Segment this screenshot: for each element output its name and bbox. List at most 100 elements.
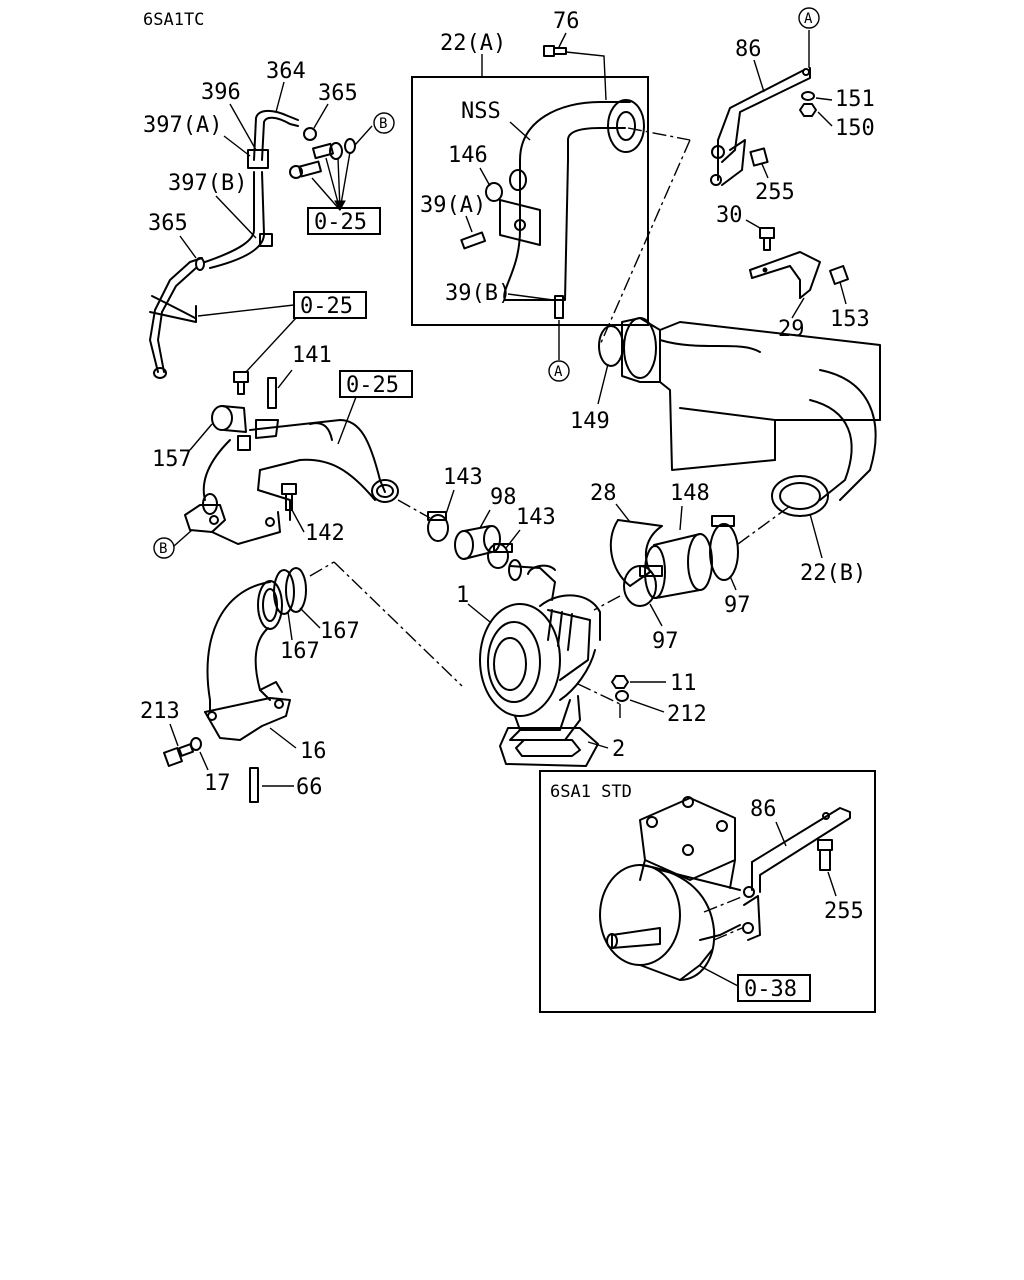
label-365-mid[interactable]: 365 [148, 211, 188, 236]
leader-151 [815, 97, 833, 101]
marker-b-top-text: B [379, 116, 387, 132]
label-397a[interactable]: 397(A) [143, 113, 222, 138]
leader-97-right [729, 575, 737, 591]
label-142[interactable]: 142 [305, 521, 345, 546]
leader-142 [291, 509, 305, 533]
label-97-right[interactable]: 97 [724, 593, 751, 618]
dash-167-to-turbo-b [333, 561, 463, 687]
label-396[interactable]: 396 [201, 80, 241, 105]
bolt-255-top [749, 147, 769, 167]
label-146[interactable]: 146 [448, 143, 488, 168]
dash-22a-to-149 [627, 127, 691, 141]
label-255-inset[interactable]: 255 [824, 899, 864, 924]
label-150[interactable]: 150 [835, 116, 875, 141]
exhaust-pipe [204, 580, 291, 741]
label-1[interactable]: 1 [456, 583, 469, 608]
leader-86-top [753, 59, 765, 93]
label-153[interactable]: 153 [830, 307, 870, 332]
label-365-top[interactable]: 365 [318, 81, 358, 106]
leader-141 [277, 369, 293, 389]
leader-b-bottom [173, 529, 193, 547]
label-97-left[interactable]: 97 [652, 629, 679, 654]
leader-28 [615, 503, 631, 523]
label-66[interactable]: 66 [296, 775, 323, 800]
ref-025-top[interactable]: 0-25 [314, 210, 367, 235]
dash-148-to-22b [737, 505, 791, 545]
label-22a[interactable]: 22(A) [440, 31, 506, 56]
leader-397a [223, 135, 251, 157]
label-397b[interactable]: 397(B) [168, 171, 247, 196]
label-149[interactable]: 149 [570, 409, 610, 434]
leader-150 [817, 111, 833, 127]
compressor-unit [599, 796, 741, 981]
manifold-pipe [184, 419, 399, 545]
label-2[interactable]: 2 [612, 737, 625, 762]
label-364[interactable]: 364 [266, 59, 306, 84]
marker-b-bottom [153, 537, 175, 559]
dash-97-to-turbo [593, 595, 621, 611]
label-29[interactable]: 29 [778, 317, 805, 342]
label-143-right[interactable]: 143 [516, 505, 556, 530]
leader-97-left [649, 603, 663, 627]
inset-title: 6SA1 STD [550, 782, 632, 802]
label-86-top[interactable]: 86 [735, 37, 762, 62]
label-143-left[interactable]: 143 [443, 465, 483, 490]
label-39a[interactable]: 39(A) [420, 193, 486, 218]
dash-167-to-turbo-a [309, 561, 335, 577]
clamp-97-left [623, 565, 663, 607]
leader-b-top [354, 125, 373, 146]
gasket-149 [598, 325, 624, 367]
leader-153 [839, 281, 847, 305]
label-86-inset[interactable]: 86 [750, 797, 777, 822]
label-11[interactable]: 11 [670, 671, 697, 696]
label-213[interactable]: 213 [140, 699, 180, 724]
ref-038[interactable]: 0-38 [744, 977, 797, 1002]
label-167-left[interactable]: 167 [280, 639, 320, 664]
label-157[interactable]: 157 [152, 447, 192, 472]
leader-16 [269, 727, 297, 749]
bolt-above-157 [233, 371, 249, 395]
label-167-right[interactable]: 167 [320, 619, 360, 644]
arrows-to-ref-025-top [311, 151, 351, 212]
leader-143-right [505, 529, 521, 549]
label-141[interactable]: 141 [292, 343, 332, 368]
label-30[interactable]: 30 [716, 203, 743, 228]
label-16[interactable]: 16 [300, 739, 327, 764]
washer-212 [615, 690, 629, 702]
label-28[interactable]: 28 [590, 481, 617, 506]
ref-025-mid[interactable]: 0-25 [300, 294, 353, 319]
marker-b-top [373, 112, 395, 134]
dash-inset-b [713, 927, 743, 941]
hose-98 [454, 525, 501, 560]
dash-22a-to-149b [599, 139, 691, 346]
bracket-86-top [710, 67, 811, 186]
label-22b[interactable]: 22(B) [800, 561, 866, 586]
ref-025-manifold[interactable]: 0-25 [346, 373, 399, 398]
detail-box-22a [411, 76, 649, 326]
label-151[interactable]: 151 [835, 87, 875, 112]
label-212[interactable]: 212 [667, 702, 707, 727]
leader-365-top [313, 103, 329, 129]
leader-146 [479, 167, 491, 187]
marker-a-top-text: A [804, 11, 813, 27]
label-148[interactable]: 148 [670, 481, 710, 506]
leader-025-manifold [337, 396, 357, 445]
bolt-142 [281, 483, 297, 511]
leader-nss [509, 121, 531, 141]
stud-39b [554, 295, 564, 319]
marker-a-bottom [548, 360, 570, 382]
model-code: 6SA1TC [143, 10, 204, 30]
leader-038 [699, 965, 739, 987]
label-17[interactable]: 17 [204, 771, 231, 796]
label-255-top[interactable]: 255 [755, 180, 795, 205]
label-nss[interactable]: NSS [461, 99, 501, 124]
clamp-143-right [487, 543, 513, 569]
label-98[interactable]: 98 [490, 485, 517, 510]
dash-turbo-to-212 [577, 683, 621, 705]
leader-98 [479, 509, 491, 529]
label-76[interactable]: 76 [553, 9, 580, 34]
stud-141 [267, 377, 277, 409]
label-39b[interactable]: 39(B) [445, 281, 511, 306]
washer-146 [485, 182, 503, 202]
